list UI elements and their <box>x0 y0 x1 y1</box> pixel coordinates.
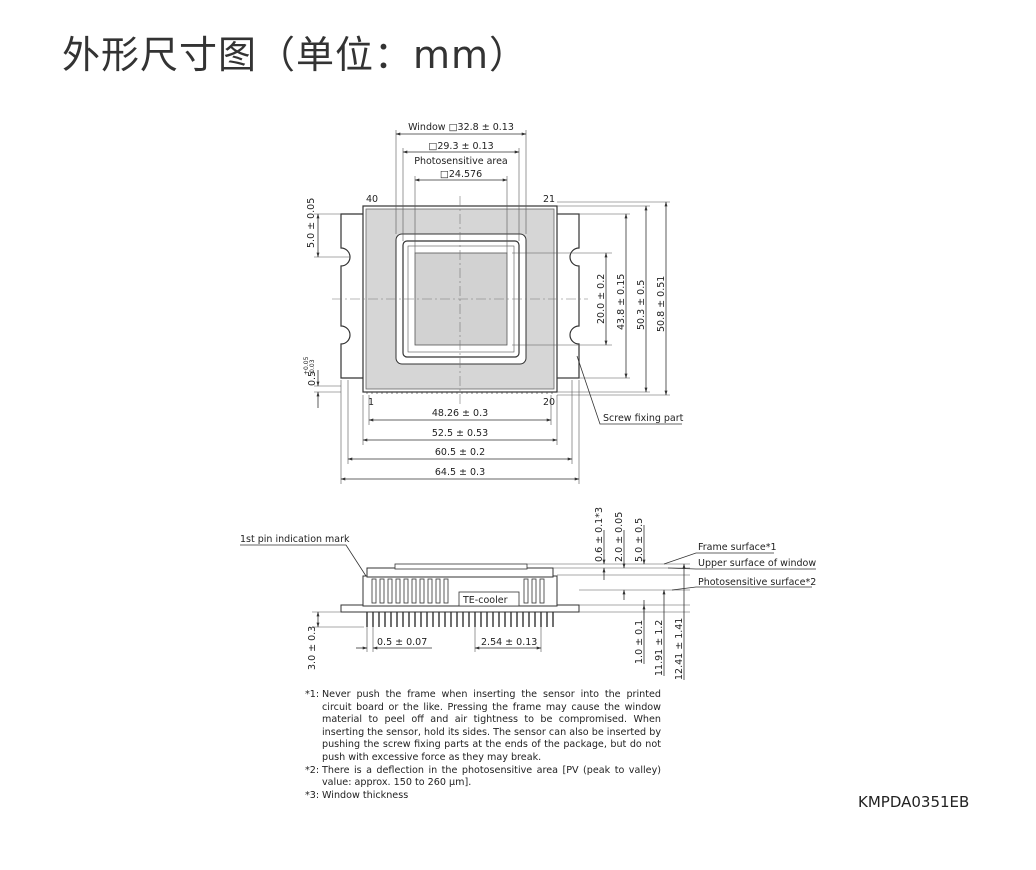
dimension-50-3: 50.3 ± 0.5 <box>636 280 647 330</box>
bottom-offset-upper-tolerance: +0.05 <box>303 356 310 375</box>
bottom-offset-dimension: 0.5 <box>307 371 318 386</box>
pin-width-dimension: 0.5 ± 0.07 <box>377 637 427 648</box>
dimension-64-5: 64.5 ± 0.3 <box>435 467 485 478</box>
window-thickness-dimension: 0.6 ± 0.1*3 <box>594 507 605 562</box>
dimension-5-0: 5.0 ± 0.5 <box>634 518 645 562</box>
note-2-text: There is a deflection in the photosensit… <box>322 764 661 789</box>
page-title: 外形尺寸图（单位：mm） <box>62 33 529 77</box>
pin-20-label: 20 <box>543 397 555 408</box>
photosensitive-size: □24.576 <box>440 169 482 180</box>
first-pin-mark-label: 1st pin indication mark <box>240 534 350 545</box>
pin-length-dimension: 3.0 ± 0.3 <box>307 626 318 670</box>
side-window <box>394 563 528 570</box>
dimension-60-5: 60.5 ± 0.2 <box>435 447 485 458</box>
dimension-1-0: 1.0 ± 0.1 <box>634 620 645 664</box>
note-3-text: Window thickness <box>322 789 409 801</box>
dimension-11-91: 11.91 ± 1.2 <box>654 620 665 676</box>
upper-window-label: Upper surface of window <box>698 558 816 569</box>
dimension-48-26: 48.26 ± 0.3 <box>432 408 488 419</box>
pin-21-label: 21 <box>543 194 555 205</box>
pin-1-label: 1 <box>368 397 374 408</box>
note-2: *2: There is a deflection in the photose… <box>305 765 661 790</box>
side-view: TE-cooler 1st pin indication mark Frame … <box>240 507 816 680</box>
te-cooler-label: TE-cooler <box>462 595 508 606</box>
note-3-mark: *3: <box>305 789 320 801</box>
dimension-12-41: 12.41 ± 1.41 <box>674 618 685 680</box>
dimension-52-5: 52.5 ± 0.53 <box>432 428 488 439</box>
te-cooler-box <box>458 591 520 607</box>
screw-fixing-label: Screw fixing part <box>603 413 684 424</box>
dimension-20-0: 20.0 ± 0.2 <box>596 274 607 324</box>
dimension-2-0: 2.0 ± 0.05 <box>614 512 625 562</box>
pin-40-label: 40 <box>366 194 378 205</box>
top-view: 40 21 1 20 Window □32.8 ± 0.13 □29.3 ± 0… <box>303 122 684 484</box>
note-1-text: Never push the frame when inserting the … <box>322 689 661 763</box>
notes: *1: Never push the frame when inserting … <box>305 689 661 802</box>
note-3: *3: Window thickness <box>305 790 661 803</box>
pin-pitch-dimension: 2.54 ± 0.13 <box>481 637 537 648</box>
note-2-mark: *2: <box>305 764 320 776</box>
drawing-code: KMPDA0351EB <box>858 793 970 811</box>
note-1: *1: Never push the frame when inserting … <box>305 689 661 765</box>
window-dimension: Window □32.8 ± 0.13 <box>408 122 514 133</box>
photosensitive-area-label: Photosensitive area <box>414 156 508 167</box>
notch-offset-dimension: 5.0 ± 0.05 <box>306 198 317 248</box>
side-pins <box>366 612 554 627</box>
bottom-offset-lower-tolerance: -0.03 <box>309 359 316 375</box>
left-screw-tab <box>340 213 365 379</box>
note-1-mark: *1: <box>305 689 320 700</box>
dimension-43-8: 43.8 ± 0.15 <box>616 274 627 330</box>
te-cooler-fins <box>371 578 545 604</box>
photosensitive-surface-label: Photosensitive surface*2 <box>698 577 816 588</box>
frame-surface-label: Frame surface*1 <box>698 542 777 553</box>
inner-window-dimension: □29.3 ± 0.13 <box>428 141 493 152</box>
right-screw-tab <box>555 213 580 379</box>
dimension-50-8: 50.8 ± 0.51 <box>656 276 667 332</box>
